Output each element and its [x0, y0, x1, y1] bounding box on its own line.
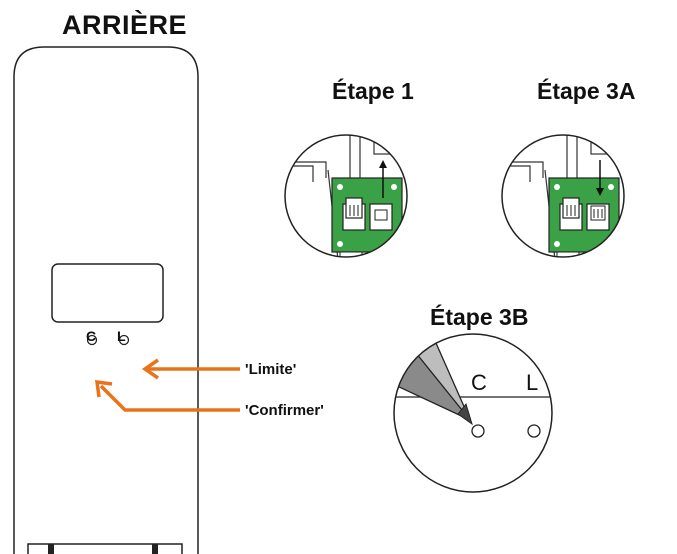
confirm-button-zoom[interactable] — [471, 424, 485, 438]
zoom-label-l: L — [526, 370, 539, 395]
limit-button[interactable] — [118, 334, 130, 346]
rear-title: ARRIÈRE — [62, 10, 188, 40]
step3a-title: Étape 3A — [537, 78, 636, 104]
limit-arrow — [141, 358, 240, 380]
button-label-l: L — [117, 328, 126, 344]
battery-window — [51, 263, 164, 323]
step3b-zoom — [393, 333, 553, 493]
limit-callout: 'Limite' — [245, 361, 297, 378]
remote-body — [13, 46, 199, 554]
step1-title: Étape 1 — [332, 78, 414, 104]
limit-button-zoom[interactable] — [527, 424, 541, 438]
clip-base — [27, 543, 183, 554]
step1-zoom — [284, 134, 408, 258]
confirm-button[interactable] — [86, 334, 98, 346]
zoom-label-c: C — [471, 370, 487, 395]
step3b-title: Étape 3B — [430, 304, 529, 330]
button-label-c: C — [86, 328, 97, 344]
confirm-callout: 'Confirmer' — [245, 402, 324, 419]
confirm-arrow — [94, 379, 240, 412]
step3a-zoom — [501, 134, 625, 258]
